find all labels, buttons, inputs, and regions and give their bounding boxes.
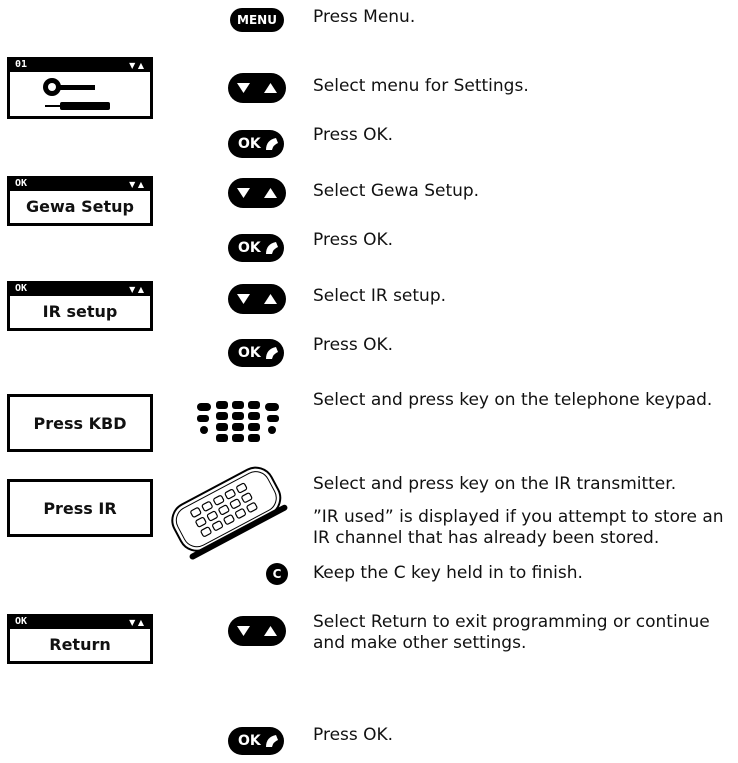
step-select-settings: Select menu for Settings. bbox=[313, 76, 733, 97]
scroll-arrows-icon: ▼ ▲ bbox=[129, 618, 144, 627]
scroll-buttons[interactable] bbox=[228, 178, 286, 208]
phone-handset-icon bbox=[228, 339, 284, 367]
step-press-ok-4: Press OK. bbox=[313, 725, 733, 746]
display-header-label: OK bbox=[15, 283, 27, 294]
menu-button[interactable]: MENU bbox=[230, 8, 284, 32]
ok-button[interactable]: OK bbox=[228, 339, 284, 367]
step-keypad: Select and press key on the telephone ke… bbox=[313, 390, 733, 411]
press-kbd-display: Press KBD bbox=[7, 394, 153, 452]
up-down-arrows-icon bbox=[228, 178, 286, 208]
display-title: Gewa Setup bbox=[10, 197, 150, 216]
step-press-ok-2: Press OK. bbox=[313, 230, 733, 251]
phone-handset-icon bbox=[228, 130, 284, 158]
settings-display: 01 ▼ ▲ bbox=[7, 57, 153, 119]
up-down-arrows-icon bbox=[228, 616, 286, 646]
c-button[interactable]: C bbox=[266, 563, 288, 585]
step-press-menu: Press Menu. bbox=[313, 7, 733, 28]
scroll-arrows-icon: ▼ ▲ bbox=[129, 180, 144, 189]
step-select-return: Select Return to exit programming or con… bbox=[313, 612, 733, 654]
return-display: OK ▼ ▲ Return bbox=[7, 614, 153, 664]
step-press-ok-1: Press OK. bbox=[313, 125, 733, 146]
step-press-ok-3: Press OK. bbox=[313, 335, 733, 356]
step-select-gewa: Select Gewa Setup. bbox=[313, 181, 733, 202]
ok-button[interactable]: OK bbox=[228, 727, 284, 755]
scroll-buttons[interactable] bbox=[228, 616, 286, 646]
scroll-arrows-icon: ▼ ▲ bbox=[129, 285, 144, 294]
display-header-label: OK bbox=[15, 178, 27, 189]
ir-transmitter-icon bbox=[160, 455, 290, 567]
gewa-setup-display: OK ▼ ▲ Gewa Setup bbox=[7, 176, 153, 226]
phone-handset-icon bbox=[228, 727, 284, 755]
scroll-arrows-icon: ▼ ▲ bbox=[129, 61, 144, 70]
telephone-keypad-icon bbox=[194, 397, 284, 449]
scroll-buttons[interactable] bbox=[228, 284, 286, 314]
display-header-label: OK bbox=[15, 616, 27, 627]
display-title: IR setup bbox=[10, 302, 150, 321]
step-ir-transmitter: Select and press key on the IR transmitt… bbox=[313, 474, 733, 495]
wrench-screwdriver-icon bbox=[10, 74, 150, 118]
press-ir-display: Press IR bbox=[7, 479, 153, 537]
ok-button[interactable]: OK bbox=[228, 234, 284, 262]
phone-handset-icon bbox=[228, 234, 284, 262]
ir-setup-display: OK ▼ ▲ IR setup bbox=[7, 281, 153, 331]
step-hold-c: Keep the C key held in to finish. bbox=[313, 563, 733, 584]
up-down-arrows-icon bbox=[228, 73, 286, 103]
up-down-arrows-icon bbox=[228, 284, 286, 314]
display-title: Return bbox=[10, 635, 150, 654]
display-header-label: 01 bbox=[15, 59, 27, 70]
scroll-buttons[interactable] bbox=[228, 73, 286, 103]
step-select-ir: Select IR setup. bbox=[313, 286, 733, 307]
step-ir-used-note: ”IR used” is displayed if you attempt to… bbox=[313, 507, 733, 549]
ok-button[interactable]: OK bbox=[228, 130, 284, 158]
